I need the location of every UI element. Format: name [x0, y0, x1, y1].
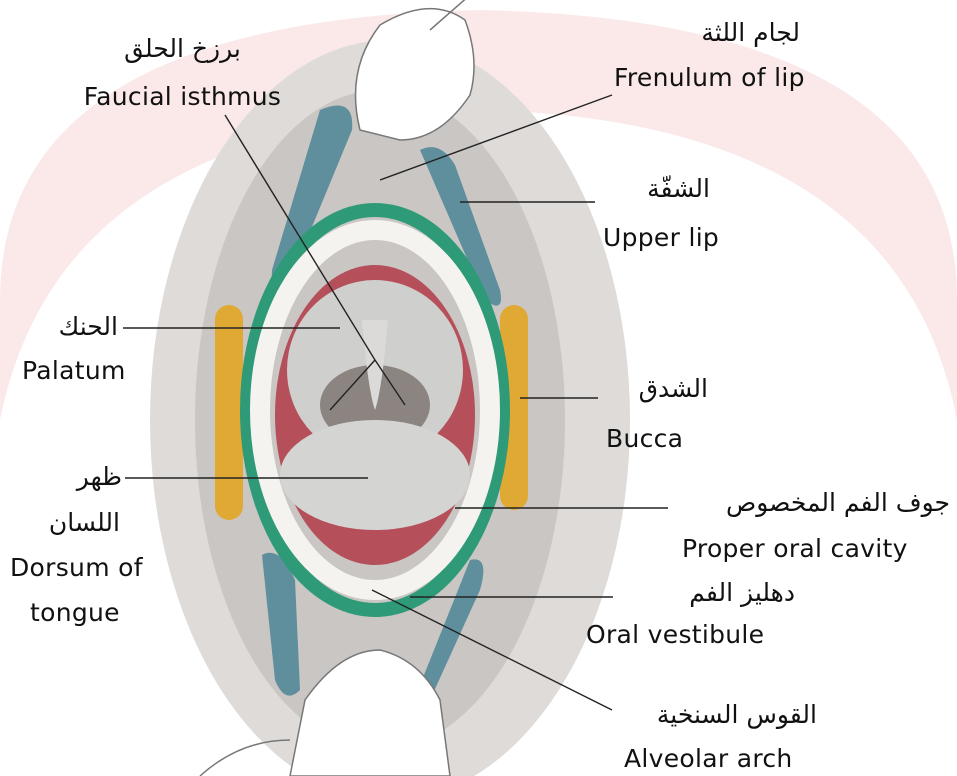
upper-lip-ar: الشفّة [600, 176, 710, 201]
frenulum-en: Frenulum of lip [614, 65, 805, 90]
bucca-en: Bucca [606, 426, 683, 451]
upper-lip-en: Upper lip [603, 225, 719, 250]
palatum-en: Palatum [22, 358, 126, 383]
dorsum-en1: Dorsum of [10, 555, 143, 580]
dorsum-ar2: اللسان [20, 510, 120, 535]
frenulum-ar: لجام اللثة [640, 20, 800, 45]
tongue [280, 420, 470, 530]
alveolar-en: Alveolar arch [624, 746, 793, 771]
vestibule-en: Oral vestibule [586, 622, 764, 647]
palatum-ar: الحنك [20, 314, 118, 339]
bucca-ar: الشدق [598, 376, 708, 401]
faucial-isthmus-ar: برزخ الحلق [100, 36, 265, 61]
proper-cavity-en: Proper oral cavity [682, 536, 908, 561]
vestibule-ar: دهليز الفم [615, 580, 795, 605]
proper-cavity-ar: جوف الفم المخصوص [670, 490, 950, 515]
alveolar-ar: القوس السنخية [612, 702, 817, 727]
dorsum-en2: tongue [30, 600, 120, 625]
dorsum-ar1: ظهر [40, 464, 122, 489]
faucial-isthmus-en: Faucial isthmus [50, 84, 315, 109]
bucca-left [215, 305, 243, 520]
